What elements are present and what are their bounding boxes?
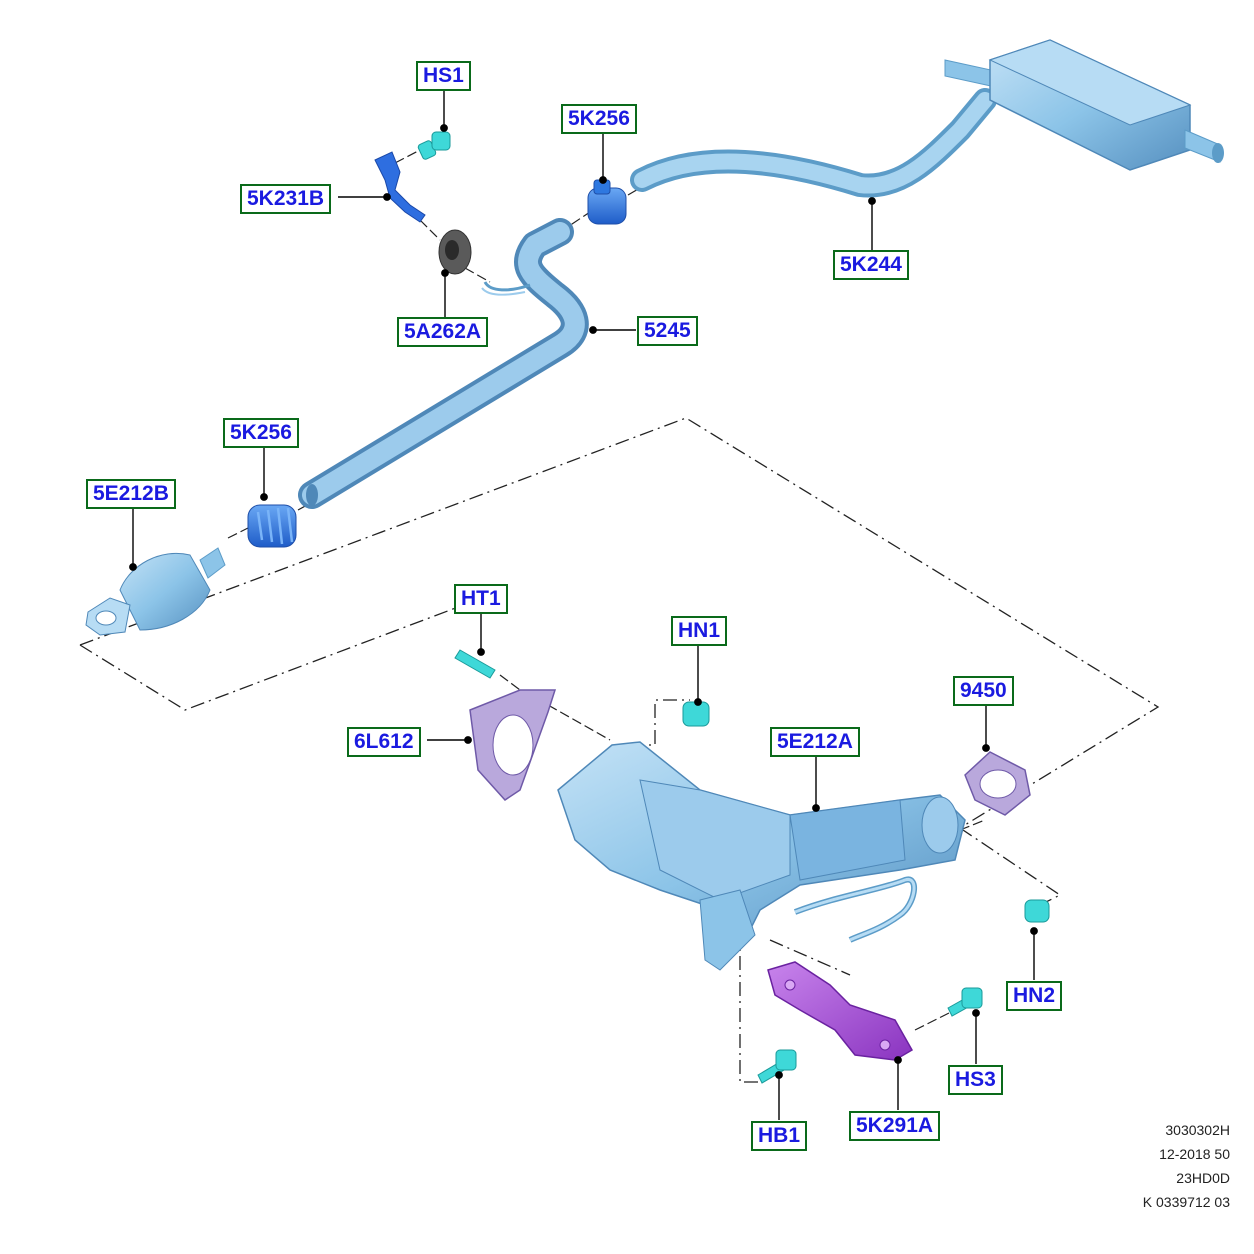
intermediate-pipe-5245 <box>298 218 589 509</box>
callout-5K244[interactable]: 5K244 <box>833 250 909 280</box>
bracket-5K231B <box>374 151 426 223</box>
alignment-lines <box>227 149 986 1031</box>
callout-HN1[interactable]: HN1 <box>671 616 728 646</box>
reference-line-3: 23HD0D <box>1176 1170 1230 1186</box>
callout-5K231B[interactable]: 5K231B <box>240 184 332 214</box>
heat-shield-5K291A <box>767 961 914 1061</box>
reference-line-1: 3030302H <box>1165 1122 1230 1138</box>
bolt-HS3 <box>947 987 983 1017</box>
reference-line-2: 12-2018 50 <box>1159 1146 1230 1162</box>
callout-5K256-top[interactable]: 5K256 <box>561 104 637 134</box>
callout-HN2[interactable]: HN2 <box>1006 981 1063 1011</box>
bolt-HS1 <box>417 131 451 160</box>
nut-HN2 <box>1024 899 1050 923</box>
callout-5245[interactable]: 5245 <box>637 316 698 346</box>
callout-9450[interactable]: 9450 <box>953 676 1014 706</box>
callout-5K291A[interactable]: 5K291A <box>849 1111 941 1141</box>
isolator-5A262A <box>438 229 472 275</box>
callout-HS1[interactable]: HS1 <box>416 61 471 91</box>
reference-codes: 3030302H 12-2018 50 23HD0D K 0339712 03 <box>1110 1118 1230 1214</box>
catalytic-converter-5E212B <box>85 547 226 636</box>
gasket-9450 <box>964 751 1031 816</box>
downpipe-catalytic-converter-5E212A <box>557 741 966 971</box>
stud-HT1 <box>454 649 496 679</box>
callout-HT1[interactable]: HT1 <box>454 584 508 614</box>
gasket-6L612 <box>469 689 557 801</box>
clamp-5K256-top <box>587 179 627 225</box>
callout-HS3[interactable]: HS3 <box>948 1065 1003 1095</box>
clamp-5K256-lower <box>247 504 297 548</box>
rear-muffler-5K244 <box>630 39 1224 198</box>
callout-5A262A[interactable]: 5A262A <box>397 317 489 347</box>
callout-5E212B[interactable]: 5E212B <box>86 479 176 509</box>
bolt-HB1 <box>757 1049 797 1084</box>
callout-leaders <box>129 87 1038 1120</box>
nut-HN1 <box>682 701 710 727</box>
callout-5K256-lower[interactable]: 5K256 <box>223 418 299 448</box>
callout-6L612[interactable]: 6L612 <box>347 727 421 757</box>
callout-5E212A[interactable]: 5E212A <box>770 727 860 757</box>
reference-line-4: K 0339712 03 <box>1142 1194 1230 1210</box>
callout-HB1[interactable]: HB1 <box>751 1121 808 1151</box>
